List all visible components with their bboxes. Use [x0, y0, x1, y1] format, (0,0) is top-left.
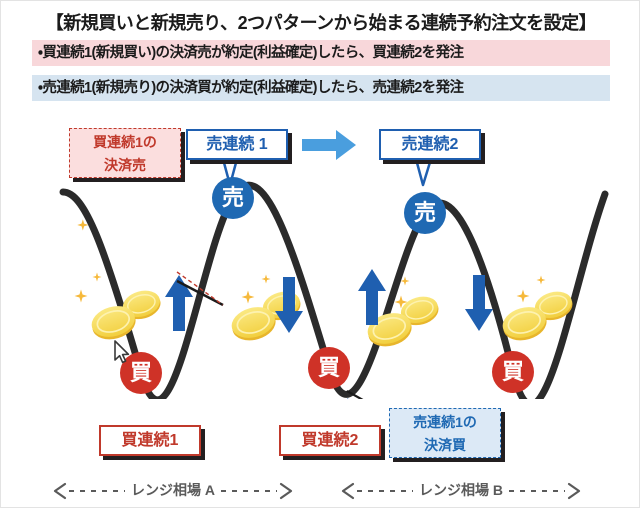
price-wave-chart	[1, 109, 639, 399]
mouse-cursor-icon	[114, 340, 130, 364]
callout-buy-series-1[interactable]: 買連続1	[99, 425, 201, 456]
trend-arrow-up-2	[358, 269, 386, 325]
callout-sell-settlement-line2: 決済買	[424, 437, 466, 453]
bullet-sell-rule: ・売連続1(新規売り)の決済買が約定(利益確定)したら、売連続2を発注	[32, 75, 610, 101]
node-buy-3[interactable]: 買	[492, 351, 534, 393]
range-b-label: レンジ相場 B	[419, 482, 503, 498]
wave-path	[59, 181, 609, 399]
range-a-right-arrow-icon	[221, 483, 293, 500]
callout-buy-series-2[interactable]: 買連続2	[279, 425, 381, 456]
callout-buy-settlement[interactable]: 買連続1の 決済売	[69, 128, 181, 178]
range-b-right-arrow-icon	[509, 483, 581, 500]
bullet-buy-rule: ・買連続1(新規買い)の決済売が約定(利益確定)したら、買連続2を発注	[32, 40, 610, 66]
callout-sell-series-1[interactable]: 売連続 1	[186, 129, 288, 160]
callout-sell-series-2[interactable]: 売連続2	[379, 129, 481, 160]
node-buy-1[interactable]: 買	[120, 352, 162, 394]
callout-buy-settlement-line2: 決済売	[104, 157, 146, 173]
range-b-left-arrow-icon	[341, 483, 413, 500]
page-title: 【新規買いと新規売り、2つパターンから始まる連続予約注文を設定】	[45, 13, 597, 33]
leader-line-sell-settlement	[346, 390, 364, 399]
node-sell-2[interactable]: 売	[404, 192, 446, 234]
range-axis-b: レンジ相場 B	[317, 477, 605, 503]
node-buy-2[interactable]: 買	[308, 347, 350, 389]
node-sell-1[interactable]: 売	[212, 177, 254, 219]
callout-buy-settlement-line1: 買連続1の	[93, 134, 157, 150]
leader-line-buy-settlement	[176, 271, 224, 307]
range-a-label: レンジ相場 A	[131, 482, 215, 498]
range-axis-a: レンジ相場 A	[33, 477, 313, 503]
trend-arrow-up-1	[165, 275, 193, 331]
bubble-tail-sell-2	[414, 157, 433, 187]
trend-arrow-down-2	[465, 275, 493, 331]
trend-arrow-down-1	[275, 277, 303, 333]
arrow-sell-1-to-2-icon	[302, 130, 356, 160]
range-a-left-arrow-icon	[53, 483, 125, 500]
callout-sell-settlement[interactable]: 売連続1の 決済買	[389, 408, 501, 458]
coin-cluster-1	[74, 219, 165, 346]
callout-sell-settlement-line1: 売連続1の	[413, 414, 477, 430]
